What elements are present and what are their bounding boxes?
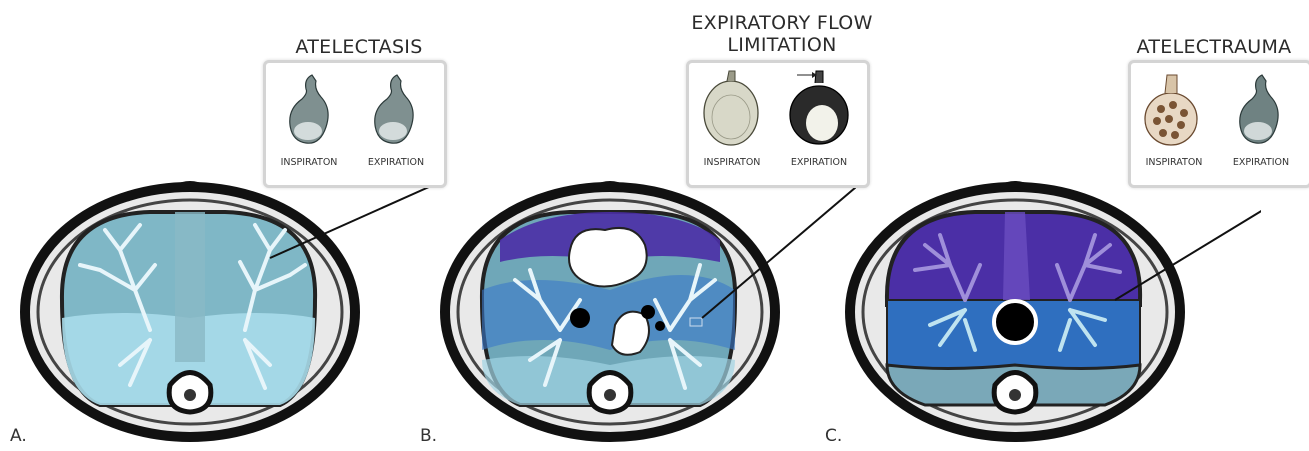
title-line: ATELECTASIS — [295, 36, 422, 58]
panel-label: B. — [420, 426, 437, 446]
title-line: ATELECTRAUMA — [1137, 36, 1292, 58]
panel-title: ATELECTRAUMA — [1125, 36, 1303, 58]
inspiration-label: INSPIRATON — [692, 157, 772, 168]
inspiration-label: INSPIRATON — [1134, 157, 1214, 168]
inset-atelectrauma: INSPIRATON EXPIRATION — [1128, 60, 1309, 188]
panel-label: A. — [10, 426, 27, 446]
inspiration-label: INSPIRATON — [269, 157, 349, 168]
panel-label: C. — [825, 426, 842, 446]
expiration-label: EXPIRATION — [1221, 157, 1301, 168]
